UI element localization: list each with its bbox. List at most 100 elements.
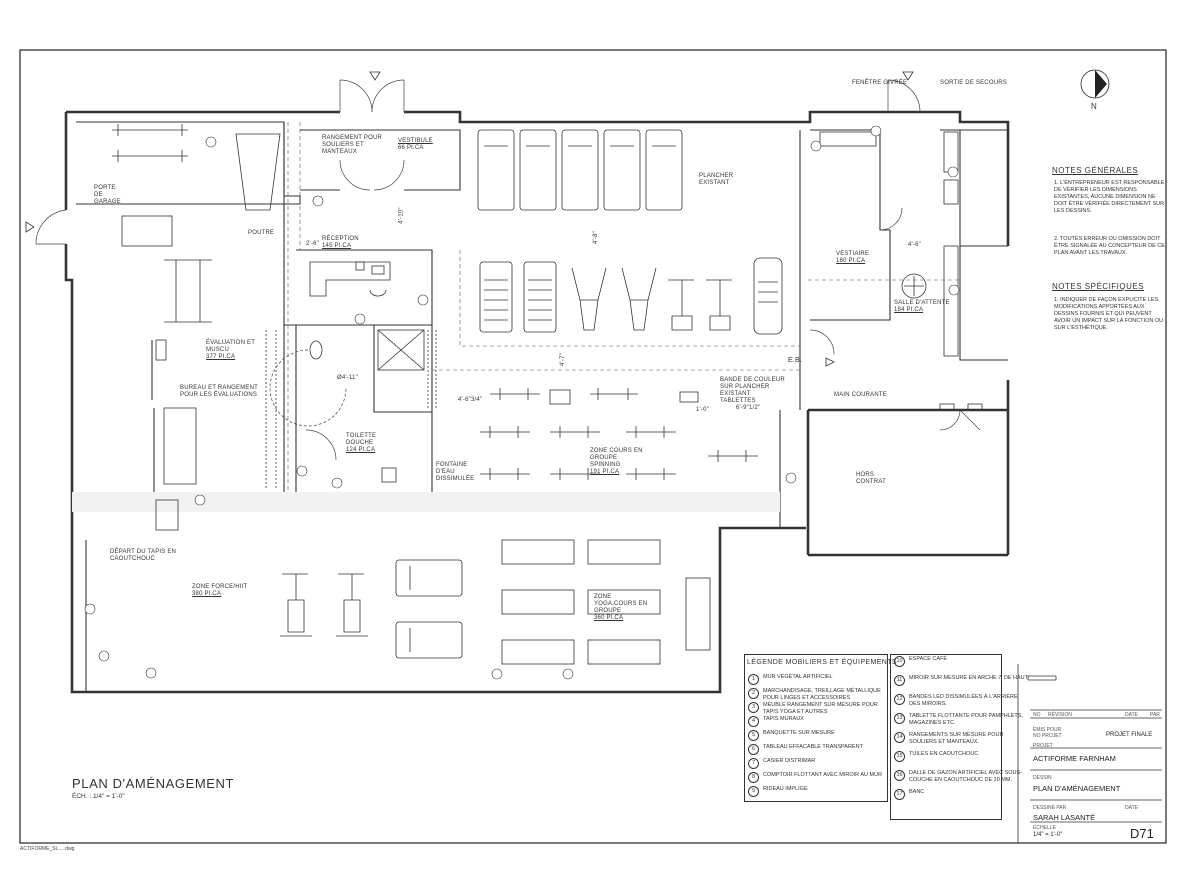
legend-number: 2 xyxy=(748,688,759,699)
tb-col-revision: RÉVISION xyxy=(1048,712,1072,718)
tb-emis-value: PROJET FINALE xyxy=(1106,732,1153,738)
legend-item: 1 MUR VÉGÉTAL ARTIFICIEL xyxy=(748,674,898,685)
rubber-band-zone xyxy=(72,492,780,512)
title-block-frame xyxy=(1017,664,1162,843)
yoga-mats xyxy=(501,539,711,665)
triangle-markers xyxy=(25,71,914,367)
legend-number: 5 xyxy=(748,730,759,741)
legend-item: 3 MEUBLE RANGEMENT SUR MESURE POUR TAPIS … xyxy=(748,702,898,715)
specific-notes-title: NOTES SPÉCIFIQUES xyxy=(1052,282,1145,291)
legend-text: TABLETTE FLOTTANTE POUR PAMPHLETS, MAGAZ… xyxy=(909,713,1023,726)
treadmills-top xyxy=(477,129,683,211)
legend-text: TABLEAU EFFACABLE TRANSPARENT xyxy=(763,744,863,750)
legend-text: MEUBLE RANGEMENT SUR MESURE POUR TAPIS Y… xyxy=(763,702,878,715)
file-name: ACTIFORME_SL.....dwg xyxy=(20,846,75,852)
legend-item: 6 TABLEAU EFFACABLE TRANSPARENT xyxy=(748,744,898,755)
dim-1-0: 1'-0" xyxy=(696,407,709,413)
tb-col-no: NO xyxy=(1033,712,1041,718)
room-hors-contrat: HORS CONTRAT xyxy=(856,472,886,485)
legend-text: RANGEMENTS SUR MESURE POUR SOULIERS ET M… xyxy=(909,732,1004,745)
sheet-number: D71 xyxy=(1130,826,1154,841)
legend-number: 1 xyxy=(748,674,759,685)
legend-item: 10 ESPACE CAFÉ xyxy=(894,656,1044,667)
legend-text: DALLE DE GAZON ARTIFICIEL AVEC SOUS-COUC… xyxy=(909,770,1022,783)
legend-item: 5 BANQUETTE SUR MESURE xyxy=(748,730,898,741)
legend-text: COMPTOIR FLOTTANT AVEC MIROIR AU MUR xyxy=(763,772,883,778)
tb-col-par: PAR xyxy=(1150,712,1160,718)
legend-item: 8 COMPTOIR FLOTTANT AVEC MIROIR AU MUR xyxy=(748,772,898,783)
dim-4-6-3-4: 4'-6"3/4" xyxy=(458,397,483,403)
legend-number: 6 xyxy=(748,744,759,755)
strength-equipment xyxy=(112,124,437,531)
legend-text: ESPACE CAFÉ xyxy=(909,656,948,662)
tb-dessine-value: SARAH LASANTÉ xyxy=(1033,813,1096,822)
legend-text: MUR VÉGÉTAL ARTIFICIEL xyxy=(763,674,833,680)
legend-number: 4 xyxy=(748,716,759,727)
plan-scale: ÉCH. : 1/4" = 1'-0" xyxy=(72,793,125,800)
general-note-1: 1. L'ENTREPRENEUR EST RESPONSABLE DE VÉR… xyxy=(1054,180,1165,214)
legend-text: BANDES LED DISSIMULÉES À L'ARRIÈRE DES M… xyxy=(909,694,1018,707)
general-notes-title: NOTES GÉNÉRALES xyxy=(1052,166,1139,175)
dim-diameter: Ø4'-11" xyxy=(337,375,358,381)
legend-text: TAPIS MURAUX xyxy=(763,716,804,722)
specific-note-1: 1. INDIQUER DE FAÇON EXPLICITE LES MODIF… xyxy=(1054,297,1164,331)
plan-title: PLAN D'AMÉNAGEMENT xyxy=(72,776,235,791)
north-label: N xyxy=(1091,102,1097,111)
tb-dessin-label: DESSIN xyxy=(1033,775,1052,781)
legend-text: MIROIR SUR MESURE EN ARCHE 7' DE HAUT xyxy=(909,675,1029,681)
room-plancher: PLANCHER EXISTANT xyxy=(699,173,734,186)
callout-fontaine: FONTAINE D'EAU DISSIMULÉE xyxy=(436,462,475,482)
interior-walls xyxy=(76,121,1008,692)
sheet-border xyxy=(19,49,1167,844)
room-bureau: BUREAU ET RANGEMENT POUR LES ÉVALUATIONS xyxy=(180,385,258,398)
room-rangement: RANGEMENT POUR SOULIERS ET MANTEAUX xyxy=(322,135,383,155)
legend-number: 15 xyxy=(894,751,905,762)
tb-dessine-label: DESSINÉ PAR xyxy=(1033,805,1067,811)
spin-bikes xyxy=(480,388,758,480)
plan-markers xyxy=(84,125,960,680)
legend-number: 8 xyxy=(748,772,759,783)
tb-date-label: DATE xyxy=(1125,805,1138,811)
legend-text: BANQUETTE SUR MESURE xyxy=(763,730,835,736)
dim-4-7: 4'-7" xyxy=(559,353,566,366)
dim-4-10: 4'-10" xyxy=(398,207,405,224)
legend-number: 7 xyxy=(748,758,759,769)
reception-furniture xyxy=(309,261,425,483)
dashed-guides xyxy=(287,122,960,504)
legend-item: 4 TAPIS MURAUX xyxy=(748,716,898,727)
dim-4-8: 4'-8" xyxy=(592,231,599,244)
dim-4-6: 4'-6" xyxy=(908,242,921,248)
legend-number: 3 xyxy=(748,702,759,713)
general-note-2: 2. TOUTES ERREUR OU OMISSION DOIT ÊTRE S… xyxy=(1054,236,1165,256)
callout-tablettes: TABLETTES xyxy=(720,398,756,404)
legend-text: TUILES EN CAOUTCHOUC xyxy=(909,751,979,757)
north-arrow-icon xyxy=(1080,69,1110,99)
legend-text: BANC xyxy=(909,789,925,795)
callout-bande: BANDE DE COULEUR SUR PLANCHER EXISTANT xyxy=(720,377,785,397)
legend-number: 13 xyxy=(894,713,905,724)
legend-left-box xyxy=(744,654,888,802)
legend-number: 10 xyxy=(894,656,905,667)
tb-projet-value: ACTIFORME FARNHAM xyxy=(1033,754,1116,763)
tb-no-projet-label: NO PROJET xyxy=(1033,733,1062,739)
callout-eb: E.B. xyxy=(788,357,803,364)
legend-item: 13 TABLETTE FLOTTANTE POUR PAMPHLETS, MAG… xyxy=(894,713,1044,726)
cardio-row xyxy=(479,257,783,335)
tb-projet-label: PROJET xyxy=(1033,743,1053,749)
